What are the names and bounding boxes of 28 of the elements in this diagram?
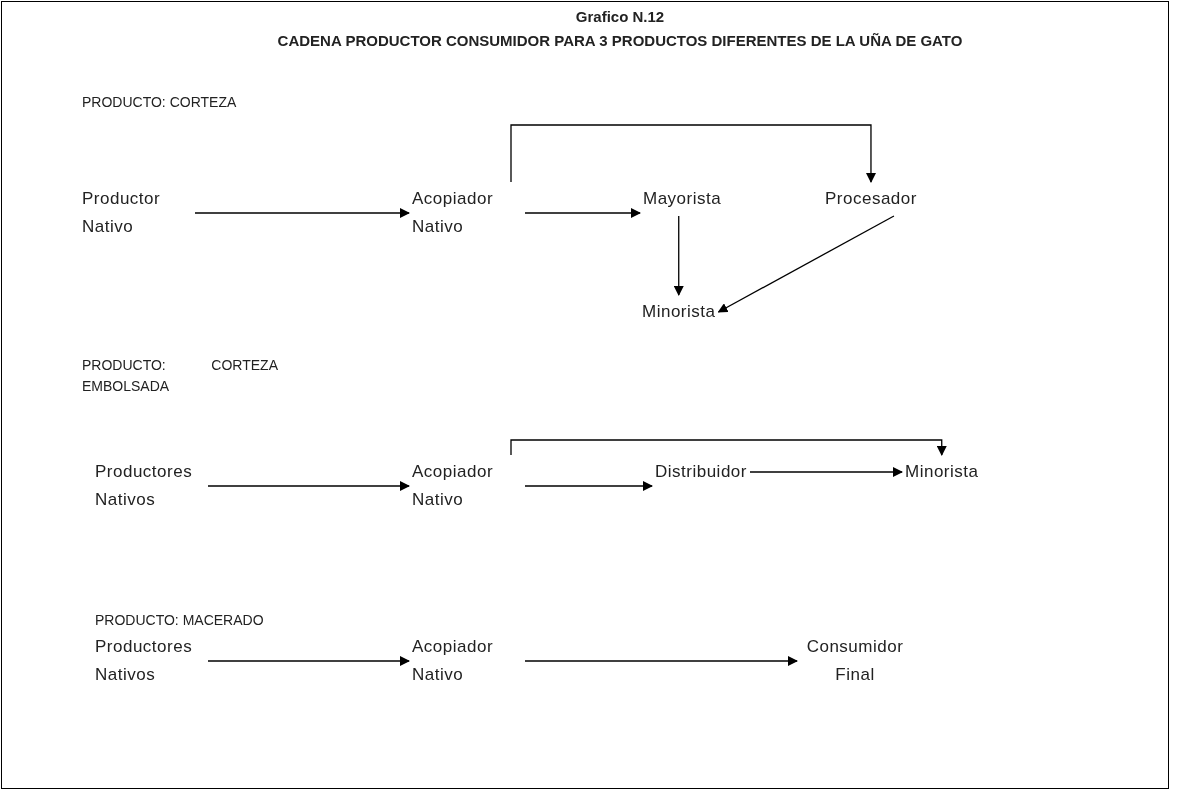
node-label: Minorista [905,461,979,483]
section-label: PRODUCTO: CORTEZA [82,93,237,112]
section-label: PRODUCTO: CORTEZA EMBOLSADA [82,356,278,396]
arrow [717,215,895,313]
arrow [524,481,653,491]
arrow [194,208,410,218]
arrow [207,481,410,491]
node-label: Productores Nativos [95,461,194,511]
node-label: Distribuidor [655,461,747,483]
node-label: Acopiador Nativo [412,188,495,238]
arrow [524,208,641,218]
arrow [749,467,903,477]
arrow [207,656,410,666]
arrow [510,439,947,456]
node-label: Acopiador Nativo [412,461,495,511]
node-label: Productor Nativo [82,188,162,238]
node-label: Mayorista [643,188,722,210]
node-label: Acopiador Nativo [412,636,495,686]
arrow [510,124,876,183]
node-label: Productores Nativos [95,636,194,686]
section-label: PRODUCTO: MACERADO [95,611,264,630]
node-label: Consumidor Final [805,636,905,686]
chart-subtitle: CADENA PRODUCTOR CONSUMIDOR PARA 3 PRODUCTOS DIFERENTES DE LA UÑA DE GATO [276,31,964,51]
arrow [673,215,684,296]
node-label: Procesador [825,188,917,210]
node-label: Minorista [642,301,716,323]
chart-title: Grafico N.12 [574,7,666,27]
arrow [524,656,798,666]
